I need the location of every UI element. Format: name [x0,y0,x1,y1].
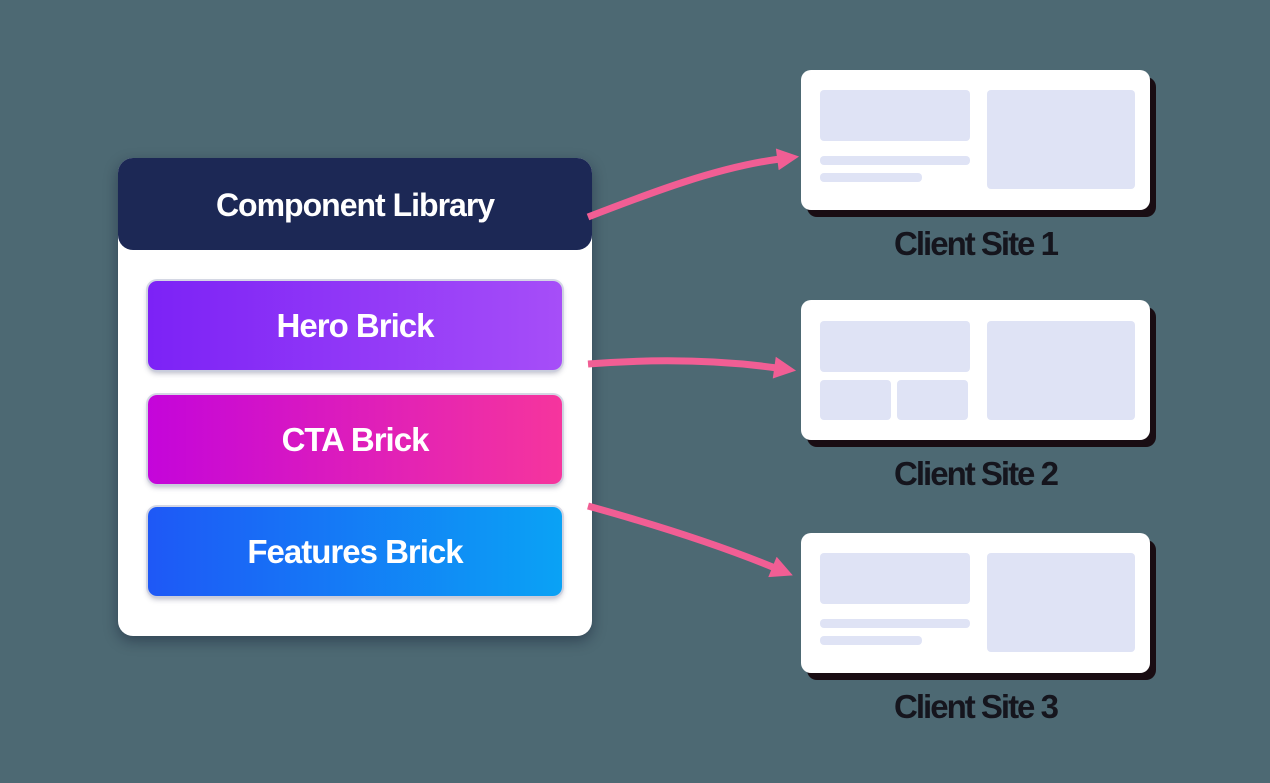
component-library-header: Component Library [118,158,592,250]
client-site-1-card[interactable] [801,70,1150,210]
wireframe-block [820,90,970,141]
wireframe-block [987,553,1135,652]
arrow-to-site-3 [587,502,793,578]
wireframe-block [897,380,968,420]
arrow-to-site-2 [587,356,797,379]
wireframe-block [987,90,1135,189]
cta-brick-label: CTA Brick [281,420,430,458]
client-site-2-card[interactable] [801,300,1150,440]
arrow-to-site-1 [586,148,800,221]
client-site-2-label: Client Site 2 [894,455,1059,492]
features-brick-label: Features Brick [247,532,463,570]
client-site-3: Client Site 3 [801,533,1150,726]
wireframe-block [820,553,970,604]
wireframe-block [820,321,970,372]
wireframe-line [820,636,922,645]
wireframe-line [820,619,970,628]
features-brick[interactable]: Features Brick [148,507,562,596]
client-site-1-label: Client Site 1 [894,225,1059,262]
component-library-title: Component Library [215,186,495,223]
wireframe-line [820,173,922,182]
hero-brick[interactable]: Hero Brick [148,281,562,370]
client-site-1: Client Site 1 [801,70,1150,263]
wireframe-block [987,321,1135,420]
cta-brick[interactable]: CTA Brick [148,395,562,484]
client-site-2: Client Site 2 [801,300,1150,493]
wireframe-block [820,380,891,420]
wireframe-line [820,156,970,165]
hero-brick-label: Hero Brick [276,306,435,344]
client-site-3-label: Client Site 3 [894,688,1059,725]
client-site-3-card[interactable] [801,533,1150,673]
component-library-panel: Component Library Hero Brick CTA Brick F… [118,158,592,636]
